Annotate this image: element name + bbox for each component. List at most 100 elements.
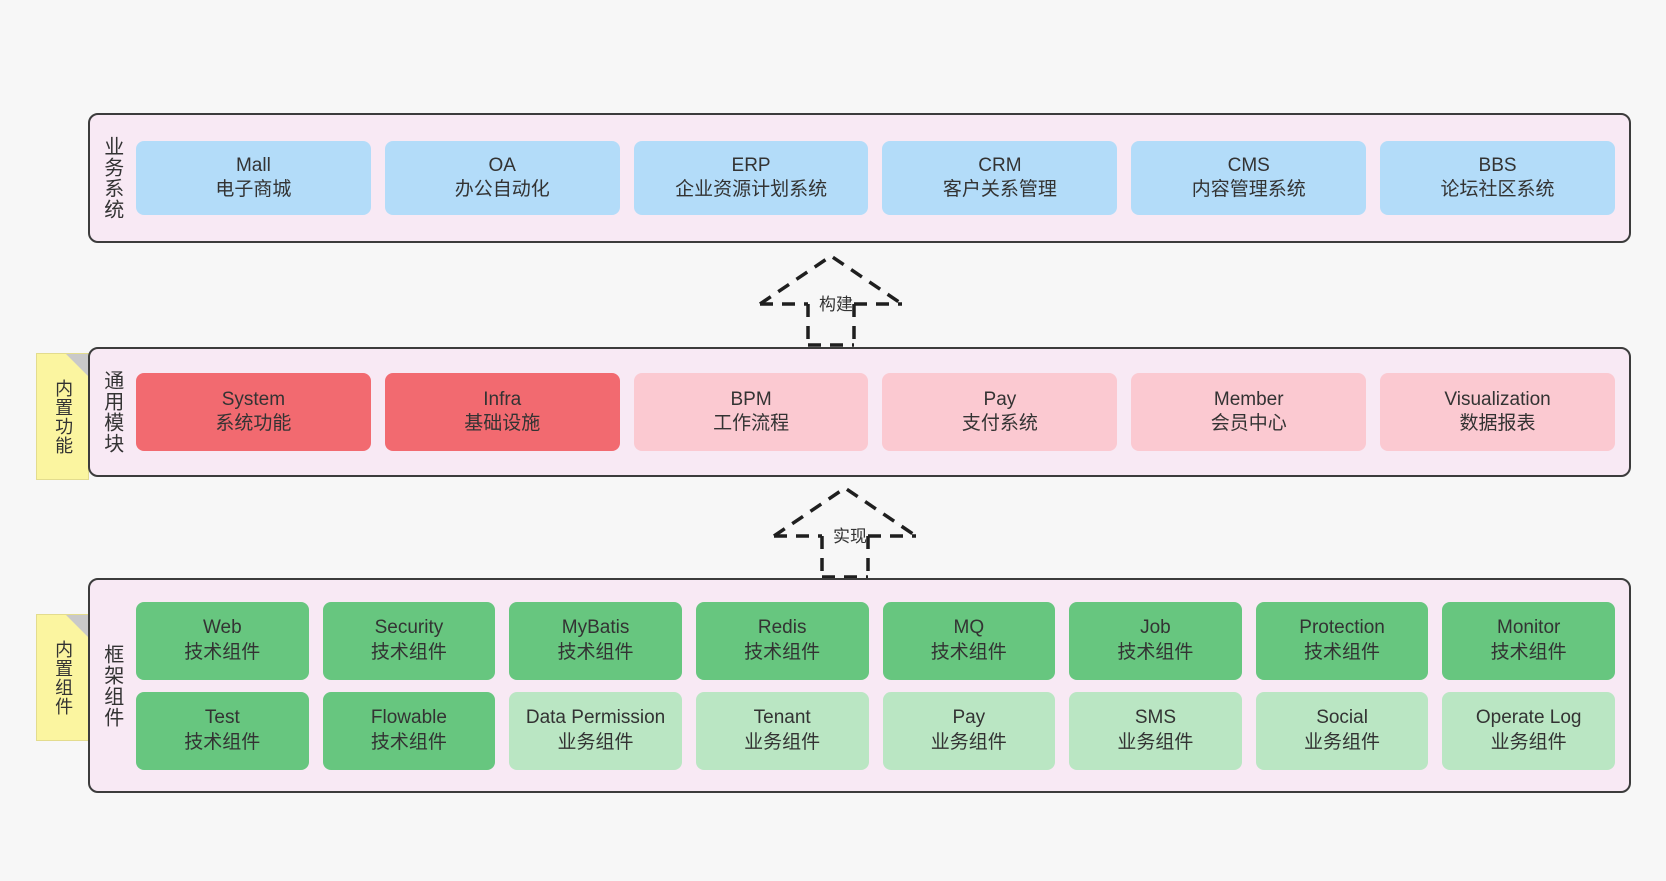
- component-subtitle: 业务组件: [1304, 731, 1381, 753]
- component-card-flowable[interactable]: Flowable 技术组件: [322, 691, 496, 770]
- component-title: SMS: [1134, 707, 1177, 729]
- module-subtitle: 支付系统: [961, 413, 1038, 434]
- component-subtitle: 技术组件: [1117, 641, 1194, 663]
- sticky-note-label: 内置组件: [53, 639, 74, 716]
- component-card-redis[interactable]: Redis 技术组件: [695, 601, 869, 680]
- framework-tech-row: Web 技术组件 Security 技术组件 MyBatis 技术组件 Redi…: [136, 601, 1615, 680]
- component-title: Pay: [952, 707, 986, 729]
- module-card-mall[interactable]: Mall 电子商城: [136, 141, 371, 215]
- module-title: System: [221, 388, 286, 410]
- layer-label-framework-component: 框架组件: [100, 643, 123, 728]
- module-card-crm[interactable]: CRM 客户关系管理: [882, 141, 1118, 215]
- component-title: Tenant: [753, 707, 811, 729]
- component-card-operate-log[interactable]: Operate Log 业务组件: [1442, 691, 1615, 770]
- module-card-member[interactable]: Member 会员中心: [1131, 373, 1367, 451]
- folded-corner-icon: [66, 615, 88, 637]
- module-subtitle: 办公自动化: [454, 179, 550, 200]
- component-card-pay[interactable]: Pay 业务组件: [882, 691, 1056, 770]
- module-subtitle: 客户关系管理: [942, 179, 1057, 200]
- component-card-social[interactable]: Social 业务组件: [1255, 691, 1429, 770]
- module-title: CMS: [1227, 154, 1270, 176]
- module-title: Mall: [235, 154, 271, 176]
- module-card-infra[interactable]: Infra 基础设施: [384, 373, 620, 451]
- component-title: Job: [1140, 617, 1171, 639]
- connector-label-build: 构建: [819, 295, 853, 314]
- component-subtitle: 技术组件: [930, 641, 1007, 663]
- module-subtitle: 数据报表: [1459, 413, 1536, 434]
- component-subtitle: 业务组件: [930, 731, 1007, 753]
- module-card-system[interactable]: System 系统功能: [136, 373, 371, 451]
- component-card-web[interactable]: Web 技术组件: [136, 601, 309, 680]
- connector-label-implement: 实现: [833, 527, 867, 546]
- component-card-mq[interactable]: MQ 技术组件: [882, 601, 1056, 680]
- component-card-job[interactable]: Job 技术组件: [1069, 601, 1242, 680]
- component-title: MyBatis: [561, 617, 630, 639]
- module-title: Visualization: [1444, 388, 1551, 410]
- module-title: BBS: [1478, 154, 1517, 176]
- component-title: Monitor: [1497, 617, 1561, 639]
- component-title: Flowable: [370, 707, 447, 729]
- module-title: Infra: [483, 388, 522, 410]
- component-title: Test: [204, 707, 240, 729]
- component-subtitle: 业务组件: [744, 731, 821, 753]
- component-title: MQ: [953, 617, 985, 639]
- common-module-row: System 系统功能 Infra 基础设施 BPM 工作流程 Pay 支付系统…: [136, 373, 1615, 451]
- component-subtitle: 技术组件: [744, 641, 821, 663]
- module-subtitle: 会员中心: [1210, 413, 1287, 434]
- component-title: Operate Log: [1475, 707, 1582, 729]
- generalization-arrow-icon: [759, 253, 903, 347]
- module-card-cms[interactable]: CMS 内容管理系统: [1131, 141, 1367, 215]
- component-card-monitor[interactable]: Monitor 技术组件: [1442, 601, 1615, 680]
- module-title: Pay: [983, 388, 1017, 410]
- module-subtitle: 企业资源计划系统: [675, 179, 828, 200]
- component-title: Social: [1316, 707, 1368, 729]
- component-title: Redis: [757, 617, 807, 639]
- connector-build: 构建: [756, 252, 906, 347]
- component-card-test[interactable]: Test 技术组件: [136, 691, 309, 770]
- module-title: CRM: [978, 154, 1022, 176]
- layer-business-system: 业务系统 Mall 电子商城 OA 办公自动化 ERP 企业资源计划系统 CRM…: [88, 113, 1631, 243]
- layer-body-framework-component: Web 技术组件 Security 技术组件 MyBatis 技术组件 Redi…: [132, 580, 1629, 791]
- component-subtitle: 业务组件: [1117, 731, 1194, 753]
- module-card-erp[interactable]: ERP 企业资源计划系统: [633, 141, 869, 215]
- component-subtitle: 技术组件: [184, 731, 261, 753]
- component-subtitle: 技术组件: [370, 641, 447, 663]
- layer-framework-component: 框架组件 Web 技术组件 Security 技术组件 MyBatis 技术组件…: [88, 578, 1631, 793]
- module-card-bbs[interactable]: BBS 论坛社区系统: [1380, 141, 1615, 215]
- layer-body-business-system: Mall 电子商城 OA 办公自动化 ERP 企业资源计划系统 CRM 客户关系…: [132, 115, 1629, 241]
- module-title: BPM: [730, 388, 772, 410]
- module-subtitle: 基础设施: [464, 413, 541, 434]
- module-card-oa[interactable]: OA 办公自动化: [384, 141, 620, 215]
- component-card-protection[interactable]: Protection 技术组件: [1255, 601, 1429, 680]
- component-card-sms[interactable]: SMS 业务组件: [1069, 691, 1242, 770]
- module-title: OA: [488, 154, 516, 176]
- module-subtitle: 系统功能: [215, 413, 292, 434]
- module-subtitle: 内容管理系统: [1191, 179, 1306, 200]
- component-subtitle: 业务组件: [557, 731, 634, 753]
- framework-business-row: Test 技术组件 Flowable 技术组件 Data Permission …: [136, 691, 1615, 770]
- component-subtitle: 技术组件: [370, 731, 447, 753]
- component-card-tenant[interactable]: Tenant 业务组件: [695, 691, 869, 770]
- module-card-pay[interactable]: Pay 支付系统: [882, 373, 1118, 451]
- layer-common-module: 通用模块 System 系统功能 Infra 基础设施 BPM 工作流程 Pay…: [88, 347, 1631, 477]
- module-title: ERP: [731, 154, 771, 176]
- folded-corner-icon: [66, 354, 88, 376]
- module-title: Member: [1213, 388, 1284, 410]
- component-subtitle: 业务组件: [1490, 731, 1567, 753]
- module-card-visualization[interactable]: Visualization 数据报表: [1380, 373, 1615, 451]
- component-title: Security: [374, 617, 444, 639]
- component-subtitle: 技术组件: [557, 641, 634, 663]
- component-title: Web: [202, 617, 242, 639]
- component-card-mybatis[interactable]: MyBatis 技术组件: [509, 601, 682, 680]
- component-card-data-permission[interactable]: Data Permission 业务组件: [509, 691, 682, 770]
- component-title: Protection: [1299, 617, 1385, 639]
- component-card-security[interactable]: Security 技术组件: [322, 601, 496, 680]
- layer-label-common-module: 通用模块: [100, 370, 123, 454]
- sticky-note-label: 内置功能: [53, 378, 74, 455]
- component-subtitle: 技术组件: [1490, 641, 1567, 663]
- sticky-note-builtin-features: 内置功能: [36, 353, 89, 480]
- module-subtitle: 工作流程: [713, 413, 790, 434]
- module-card-bpm[interactable]: BPM 工作流程: [633, 373, 869, 451]
- layer-body-common-module: System 系统功能 Infra 基础设施 BPM 工作流程 Pay 支付系统…: [132, 349, 1629, 475]
